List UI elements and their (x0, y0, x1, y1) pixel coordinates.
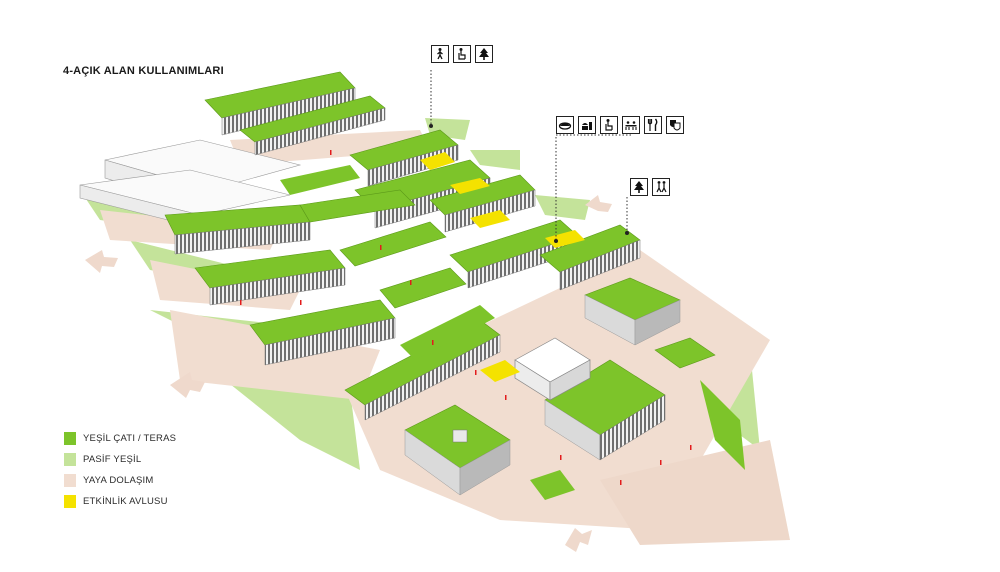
base-buildings (79, 139, 302, 229)
meal-icon (556, 116, 574, 134)
legend-label: YAYA DOLAŞIM (83, 474, 154, 486)
leader-dot (429, 124, 433, 128)
legend: YEŞİL ÇATI / TERAS PASİF YEŞİL YAYA DOLA… (64, 430, 176, 514)
icon-group-right (630, 178, 670, 196)
legend-item-event-court: ETKİNLİK AVLUSU (64, 493, 176, 509)
walking-person-icon (431, 45, 449, 63)
tree-icon (475, 45, 493, 63)
legend-swatch (64, 452, 76, 466)
icon-group-top (431, 45, 493, 63)
people-figures (240, 150, 692, 485)
diagram-title: 4-AÇIK ALAN KULLANIMLARI (63, 65, 224, 77)
legend-swatch (64, 494, 76, 508)
legend-label: PASİF YEŞİL (83, 453, 142, 465)
sitting-person-icon (600, 116, 618, 134)
direction-arrows (85, 195, 612, 552)
legend-swatch (64, 431, 76, 445)
lower-building-cluster (404, 277, 745, 500)
hiking-icon (652, 178, 670, 196)
leader-lines (430, 70, 631, 240)
legend-label: YEŞİL ÇATI / TERAS (83, 432, 177, 444)
group-seating-icon (622, 116, 640, 134)
leader-dot (625, 231, 629, 235)
legend-swatch (64, 473, 76, 487)
tree-icon (630, 178, 648, 196)
restaurant-icon (644, 116, 662, 134)
theater-masks-icon (666, 116, 684, 134)
fast-food-icon (578, 116, 596, 134)
building-bars (164, 71, 641, 421)
leader-dot (554, 239, 558, 243)
legend-item-green-roof: YEŞİL ÇATI / TERAS (64, 430, 176, 446)
legend-item-passive-green: PASİF YEŞİL (64, 451, 176, 467)
icon-group-middle (556, 116, 684, 134)
sitting-person-icon (453, 45, 471, 63)
legend-label: ETKİNLİK AVLUSU (83, 495, 168, 507)
legend-item-pedestrian: YAYA DOLAŞIM (64, 472, 176, 488)
